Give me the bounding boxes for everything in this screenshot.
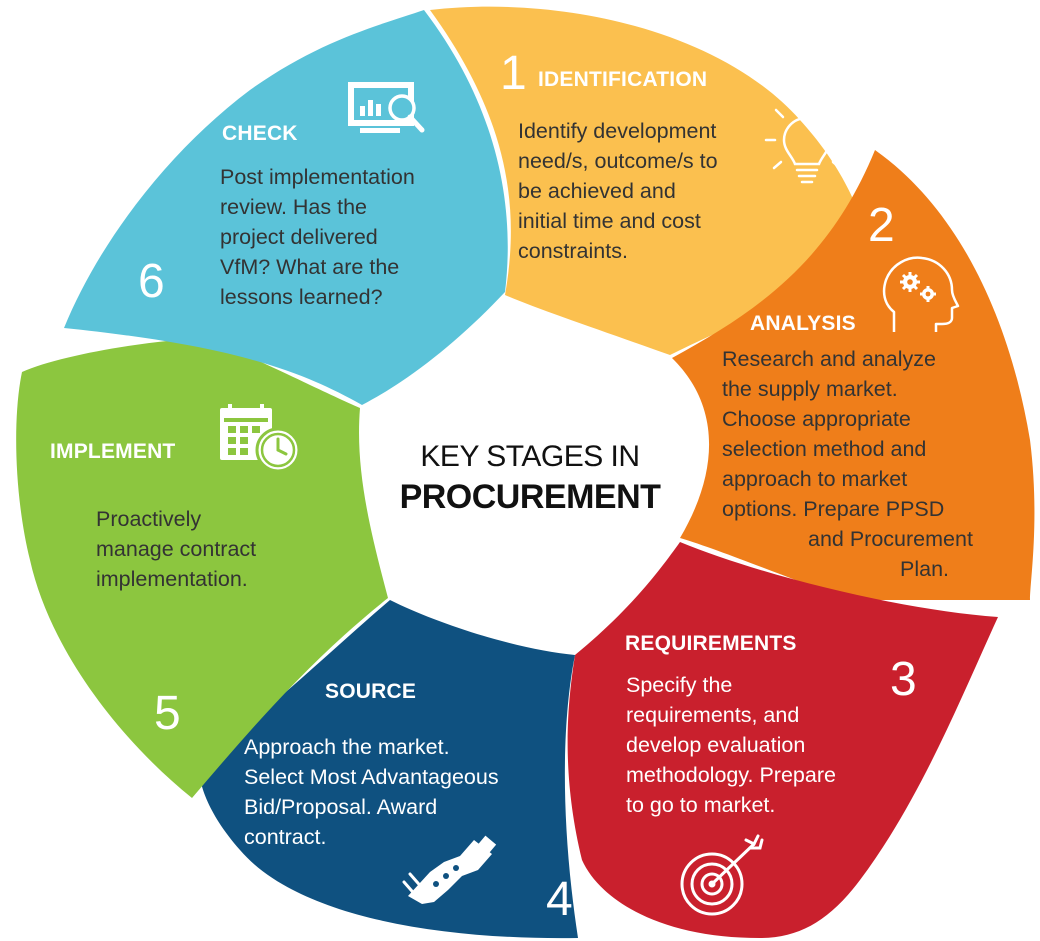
stage-number-analysis: 2 (868, 199, 895, 252)
stage-number-implement: 5 (154, 687, 181, 740)
stage-text-identification: Identify development need/s, outcome/s t… (518, 116, 718, 266)
stage-number-check: 6 (138, 255, 165, 308)
text-line: selection method and (722, 437, 927, 461)
text-line: project delivered (220, 225, 378, 249)
stage-text-implement: Proactively manage contract implementati… (96, 504, 256, 594)
text-line: Research and analyze (722, 347, 936, 371)
text-line: approach to market (722, 467, 908, 491)
stage-text-requirements: Specify the requirements, and develop ev… (626, 670, 836, 820)
text-line: initial time and cost (518, 209, 701, 233)
lightbulb-icon (764, 96, 850, 184)
stage-number-requirements: 3 (890, 653, 917, 706)
text-line: Specify the (626, 673, 733, 697)
handshake-icon (402, 835, 497, 904)
text-line: Select Most Advantageous (244, 765, 499, 789)
text-line: VfM? What are the (220, 255, 400, 279)
text-line: review. Has the (220, 195, 367, 219)
text-line: need/s, outcome/s to (518, 149, 718, 173)
stage-title-implement: IMPLEMENT (50, 440, 176, 463)
calendar-clock-icon (220, 404, 301, 473)
stage-text-source: Approach the market. Select Most Advanta… (244, 732, 499, 852)
text-line: implementation. (96, 567, 248, 591)
target-icon (680, 834, 764, 916)
text-line: Plan. (900, 557, 950, 581)
petal-requirements (567, 542, 998, 938)
text-line: requirements, and (626, 703, 800, 727)
text-line: Post implementation (220, 165, 415, 189)
stage-title-check: CHECK (222, 122, 298, 145)
head-gears-icon (882, 256, 960, 332)
stage-number-source: 4 (546, 873, 573, 926)
text-line: options. Prepare PPSD (722, 497, 945, 521)
petal-analysis (672, 150, 1035, 600)
text-line: methodology. Prepare (626, 763, 836, 787)
stage-title-source: SOURCE (325, 680, 417, 703)
stage-title-analysis: ANALYSIS (750, 312, 856, 335)
petal-identification (430, 6, 870, 355)
stage-title-requirements: REQUIREMENTS (625, 632, 797, 655)
text-line: constraints. (518, 239, 628, 263)
stage-text-check: Post implementation review. Has the proj… (220, 162, 415, 312)
text-line: manage contract (96, 537, 257, 561)
stage-number-identification: 1 (500, 47, 527, 100)
stage-text-analysis: Research and analyze the supply market. … (722, 344, 973, 584)
text-line: and Procurement (808, 527, 973, 551)
text-line: Proactively (96, 507, 202, 531)
stage-title-identification: IDENTIFICATION (538, 68, 708, 91)
text-line: Identify development (518, 119, 717, 143)
text-line: contract. (244, 825, 327, 849)
text-line: Bid/Proposal. Award (244, 795, 438, 819)
center-title-line2: PROCUREMENT (399, 478, 661, 516)
text-line: be achieved and (518, 179, 676, 203)
text-line: the supply market. (722, 377, 898, 401)
text-line: lessons learned? (220, 285, 383, 309)
center-title-line1: KEY STAGES IN (420, 440, 640, 473)
text-line: develop evaluation (626, 733, 806, 757)
text-line: Choose appropriate (722, 407, 911, 431)
text-line: to go to market. (626, 793, 776, 817)
monitor-chart-icon (348, 82, 425, 133)
text-line: Approach the market. (244, 735, 450, 759)
